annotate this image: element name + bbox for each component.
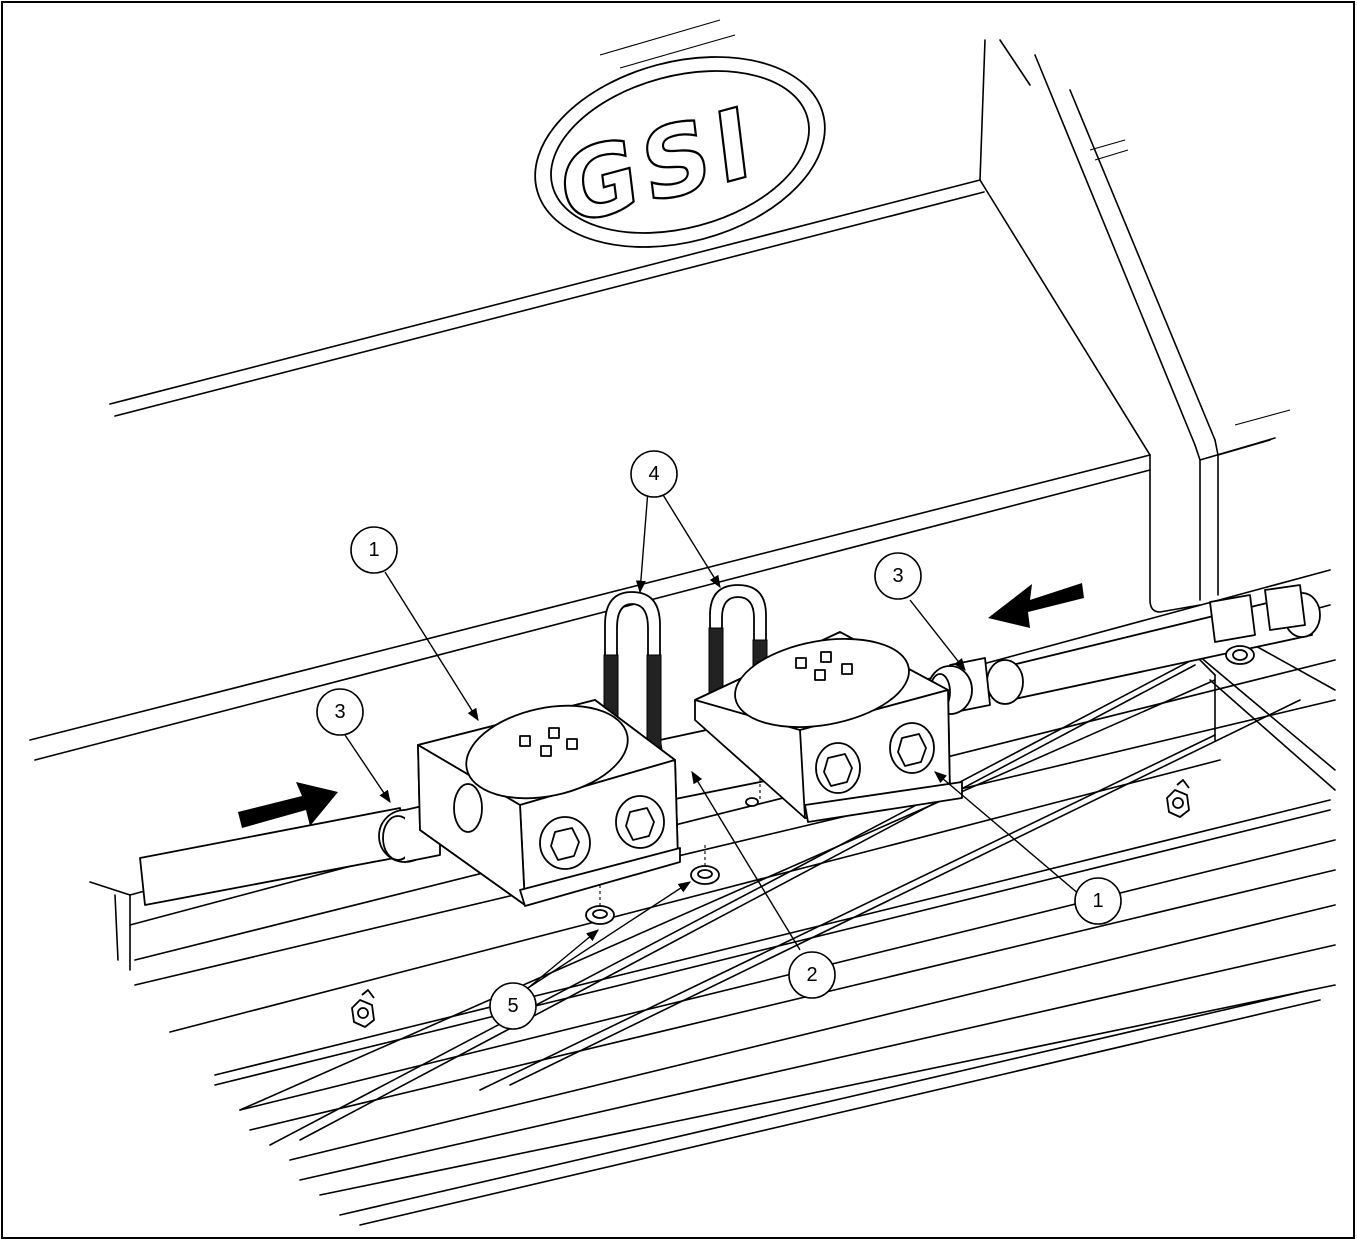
flow-arrow-right-icon [238,782,338,828]
leader-lines [344,489,1081,989]
callout-5-label: 5 [507,995,518,1017]
gsi-logo: GSI [534,56,826,249]
callout-3-right: 3 [874,552,922,600]
callout-4: 4 [630,450,678,498]
junction-box-left [417,699,681,907]
flow-arrow-left-icon [988,583,1084,628]
mounting-washers [585,845,720,925]
callout-1-right: 1 [1074,877,1122,925]
callout-4-label: 4 [648,463,659,485]
callout-1-left: 1 [350,526,398,574]
nut-left [351,989,375,1028]
callout-1-right-label: 1 [1092,890,1103,912]
callout-3-left: 3 [316,688,364,736]
junction-box-right [694,631,963,823]
callout-2: 2 [788,951,836,999]
left-pipe [139,801,441,906]
hopper-body [29,19,1291,761]
callout-3-right-label: 3 [892,565,903,587]
callout-3-left-label: 3 [334,701,345,723]
callout-1-left-label: 1 [368,539,379,561]
nut-right [1166,779,1190,818]
callout-2-label: 2 [806,964,817,986]
callout-5: 5 [489,982,537,1030]
